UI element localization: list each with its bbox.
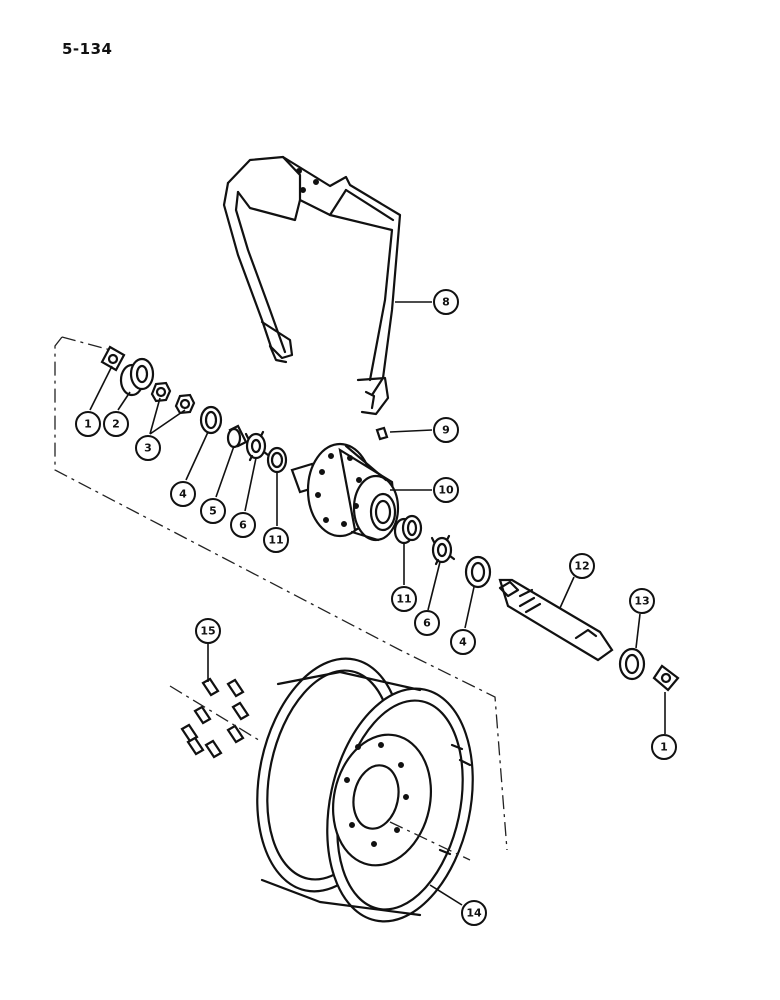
- svg-text:11: 11: [396, 593, 411, 606]
- bearing-cup-part-11-left: [266, 446, 288, 474]
- callout-11-right: 11: [391, 586, 417, 612]
- bearing-part-5: [226, 424, 248, 449]
- svg-text:10: 10: [438, 484, 454, 497]
- callout-13: 13: [629, 588, 655, 614]
- wheel-bolts-part-15: [180, 677, 250, 759]
- svg-text:1: 1: [660, 741, 668, 754]
- grease-fitting-part-9: [375, 426, 389, 441]
- callout-10: 10: [433, 477, 459, 503]
- wheel-axis-line: [389, 821, 471, 861]
- callout-6-left: 6: [230, 512, 256, 538]
- svg-text:15: 15: [200, 625, 215, 638]
- callout-9: 9: [433, 417, 459, 443]
- callout-4-right: 4: [450, 629, 476, 655]
- svg-text:4: 4: [459, 636, 467, 649]
- cap-part-13: [618, 647, 646, 681]
- nut-part-3a: [150, 381, 172, 403]
- washer-part-1-left: [100, 345, 126, 372]
- callout-11-left: 11: [263, 527, 289, 553]
- callout-2: 2: [103, 411, 129, 437]
- bolt-axis-line: [169, 685, 263, 743]
- svg-text:11: 11: [268, 534, 283, 547]
- svg-text:4: 4: [179, 488, 187, 501]
- svg-text:6: 6: [239, 519, 247, 532]
- page-number: 5-134: [62, 40, 113, 58]
- svg-text:9: 9: [442, 424, 450, 437]
- fender-bracket: [222, 155, 402, 416]
- callout-1-left: 1: [75, 411, 101, 437]
- callout-12: 12: [569, 553, 595, 579]
- svg-text:14: 14: [466, 907, 482, 920]
- svg-text:3: 3: [144, 442, 152, 455]
- leader-lines: [89, 301, 666, 906]
- callout-6-right: 6: [414, 610, 440, 636]
- svg-text:13: 13: [634, 595, 649, 608]
- wheel-hub-part-10: [290, 442, 400, 542]
- svg-text:5: 5: [209, 505, 217, 518]
- wheel-rim-part-14: [256, 657, 474, 923]
- spindle-part-12: [498, 578, 614, 662]
- svg-text:6: 6: [423, 617, 431, 630]
- assembly-outline: [54, 336, 508, 851]
- lockwasher-part-6-right: [430, 534, 456, 566]
- seal-part-4-left: [199, 405, 223, 435]
- callout-15: 15: [195, 618, 221, 644]
- bearing-cup-part-11-right: [393, 514, 423, 545]
- svg-text:8: 8: [442, 296, 450, 309]
- svg-text:1: 1: [84, 418, 92, 431]
- svg-text:2: 2: [112, 418, 120, 431]
- callout-1-right: 1: [651, 734, 677, 760]
- svg-text:12: 12: [574, 560, 589, 573]
- callout-14: 14: [461, 900, 487, 926]
- collar-part-2: [119, 357, 155, 397]
- callout-5: 5: [200, 498, 226, 524]
- callout-4-left: 4: [170, 481, 196, 507]
- callout-3: 3: [135, 435, 161, 461]
- lockwasher-part-6-left: [244, 430, 270, 462]
- callout-8: 8: [433, 289, 459, 315]
- seal-part-4-right: [464, 555, 492, 589]
- washer-part-1-right: [652, 664, 680, 692]
